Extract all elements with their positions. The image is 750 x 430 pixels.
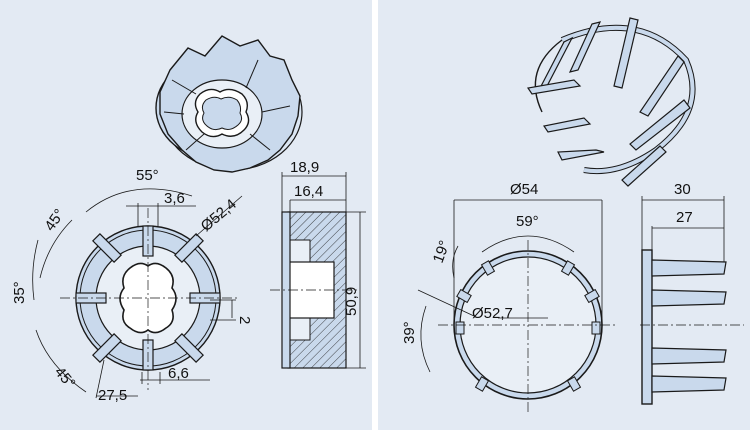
dim-angle-55: 55° <box>136 167 159 184</box>
dim-angle-45-top: 45° <box>41 206 68 234</box>
dim-angle-59: 59° <box>516 213 539 230</box>
dim-angle-19: 19° <box>430 238 454 265</box>
dim-width-27-5: 27,5 <box>98 387 127 404</box>
dim-angle-35: 35° <box>11 281 28 304</box>
dim-diameter-54: Ø54 <box>510 181 538 198</box>
dim-length-27: 27 <box>676 209 693 226</box>
dim-diameter-52-4: Ø52,4 <box>198 196 240 235</box>
dim-length-16-4: 16,4 <box>294 183 323 200</box>
left-technical-drawing: 55° 45° 35° 45° 3,6 Ø52,4 2 6,6 27,5 18,… <box>11 35 366 404</box>
adapter-front-view <box>60 208 240 390</box>
dim-length-18-9: 18,9 <box>290 159 319 176</box>
dim-angle-39: 39° <box>401 321 418 344</box>
dim-width-6-6: 6,6 <box>168 365 189 382</box>
right-technical-drawing: Ø54 59° 19° Ø52,7 39° 30 27 <box>401 17 744 412</box>
panel-divider <box>372 0 378 430</box>
right-front-dimension-lines <box>417 199 603 373</box>
dim-height-50-9: 50,9 <box>343 287 360 316</box>
adapter-isometric-view <box>155 35 303 173</box>
adapter-side-section <box>270 172 366 369</box>
cage-side-view <box>640 196 744 405</box>
dim-depth-2: 2 <box>236 316 253 324</box>
dim-angle-45-bottom: 45° <box>51 364 79 392</box>
dim-width-3-6: 3,6 <box>164 190 185 207</box>
right-drawing-panel: Ø54 59° 19° Ø52,7 39° 30 27 <box>378 0 750 430</box>
cage-isometric-view <box>526 17 696 187</box>
dim-length-30: 30 <box>674 181 691 198</box>
left-drawing-panel: 55° 45° 35° 45° 3,6 Ø52,4 2 6,6 27,5 18,… <box>0 0 372 430</box>
left-front-dimension-lines <box>32 188 243 399</box>
dim-diameter-52-7: Ø52,7 <box>472 305 513 322</box>
cage-front-view <box>438 240 618 412</box>
